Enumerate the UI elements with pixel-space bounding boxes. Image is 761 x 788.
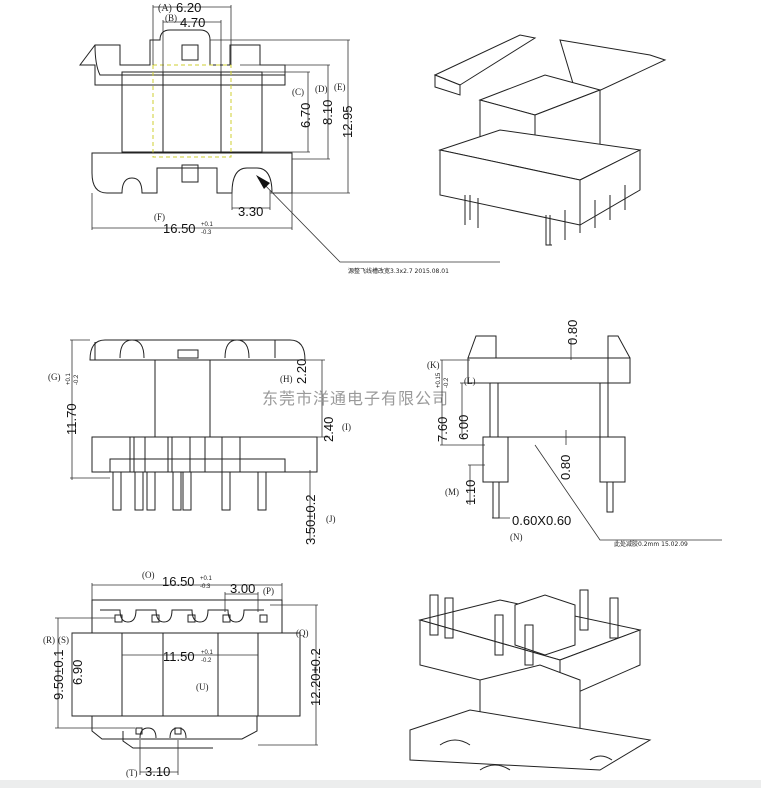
dim-M-value: 1.10 bbox=[463, 480, 478, 505]
dim-C-label: (C) bbox=[292, 87, 304, 97]
dim-F-tol-plus: +0.1 bbox=[201, 222, 214, 228]
dim-B-label: (B) bbox=[165, 13, 177, 23]
dim-K-value: 7.60 bbox=[435, 417, 450, 442]
revision-note-1: 源整飞线槽改宽3.3x2.7 2015.08.01 bbox=[348, 267, 449, 275]
dim-F-label: (F) bbox=[154, 212, 165, 222]
dim-A-value: 6.20 bbox=[176, 0, 201, 15]
dim-E-label: (E) bbox=[334, 82, 346, 92]
dim-K-label: (K) bbox=[427, 360, 440, 370]
isometric-view-top bbox=[433, 34, 667, 246]
dim-H-value: 2.20 bbox=[294, 359, 309, 384]
bottom-scroll-strip bbox=[0, 780, 761, 788]
dim-C-value: 6.70 bbox=[298, 103, 313, 128]
dim-T-label: (T) bbox=[126, 768, 138, 778]
dim-G-value: 11.70 bbox=[64, 403, 79, 435]
dim-F-tol-minus: -0.3 bbox=[201, 230, 212, 236]
dim-J-value: 3.50±0.2 bbox=[303, 494, 318, 545]
dim-J-label: (J) bbox=[326, 514, 336, 524]
dim-I-label: (I) bbox=[342, 422, 351, 432]
dim-U-value: 11.50 bbox=[163, 649, 195, 664]
watermark: 东莞市洋通电子有限公司 bbox=[262, 389, 449, 408]
dim-D-label: (D) bbox=[315, 84, 328, 94]
dim-K-tol-plus: +0.15 bbox=[436, 372, 442, 388]
dim-D-value: 8.10 bbox=[320, 100, 335, 125]
dim-U-label: (U) bbox=[196, 682, 209, 692]
dim-T-value: 3.10 bbox=[145, 764, 170, 779]
dim-P-value: 3.00 bbox=[230, 581, 255, 596]
dim-O-tol-plus: +0.1 bbox=[200, 576, 213, 582]
top-view: (A) 6.20 (B) 4.70 (C) (D) (E) 6.70 8.10 … bbox=[79, 0, 500, 275]
dim-R-value: 9.50±0.1 bbox=[51, 649, 66, 700]
dim-A-label: (A) bbox=[158, 3, 172, 14]
dim-U-tol-plus: +0.1 bbox=[201, 650, 214, 656]
dim-R-label: (R) bbox=[43, 635, 55, 645]
dim-S-value: 6.90 bbox=[70, 660, 85, 685]
dim-L-value: 6.00 bbox=[456, 415, 471, 440]
dim-F-value: 16.50 bbox=[163, 221, 196, 236]
dim-O-tol-minus: -0.3 bbox=[200, 584, 211, 590]
dim-O-label: (O) bbox=[142, 570, 155, 580]
dim-N-label: (N) bbox=[510, 532, 523, 542]
dim-G-tol-minus: -0.2 bbox=[74, 374, 80, 385]
dim-Q-value: 12.20±0.2 bbox=[308, 648, 323, 706]
dim-B-value: 4.70 bbox=[180, 15, 205, 30]
dim-G-label: (G) bbox=[48, 372, 61, 382]
dim-G-tol-plus: +0.1 bbox=[66, 372, 72, 385]
dim-M-label: (M) bbox=[445, 487, 459, 497]
dim-mid-value: 0.80 bbox=[558, 455, 573, 480]
dim-I-value: 2.40 bbox=[321, 417, 336, 442]
revision-note-2: 此处减胶0.2mm 15.02.09 bbox=[614, 540, 688, 548]
dim-N-value: 0.60X0.60 bbox=[512, 513, 571, 528]
dim-E-value: 12.95 bbox=[340, 105, 355, 138]
isometric-view-bottom bbox=[409, 589, 652, 771]
dim-L-label: (L) bbox=[464, 376, 476, 386]
dim-K-tol-minus: -0.2 bbox=[444, 377, 450, 388]
side-view: (K) 7.60 +0.15 -0.2 (L) 6.00 0.80 0.80 (… bbox=[427, 320, 722, 548]
dim-top-value: 0.80 bbox=[565, 320, 580, 345]
dim-Q-label: (Q) bbox=[296, 628, 309, 638]
dim-slot-value: 3.30 bbox=[238, 204, 263, 219]
front-view: (G) 11.70 +0.1 -0.2 (H) 2.20 2.40 (I) 3.… bbox=[48, 339, 351, 545]
dim-S-label: (S) bbox=[58, 635, 69, 645]
dim-H-label: (H) bbox=[280, 374, 293, 384]
dim-U-tol-minus: -0.2 bbox=[201, 658, 212, 664]
bottom-view: (O) 16.50 +0.1 -0.3 3.00 (P) (Q) 12.20±0… bbox=[43, 570, 323, 779]
dim-P-label: (P) bbox=[263, 586, 274, 596]
dim-O-value: 16.50 bbox=[162, 574, 195, 589]
